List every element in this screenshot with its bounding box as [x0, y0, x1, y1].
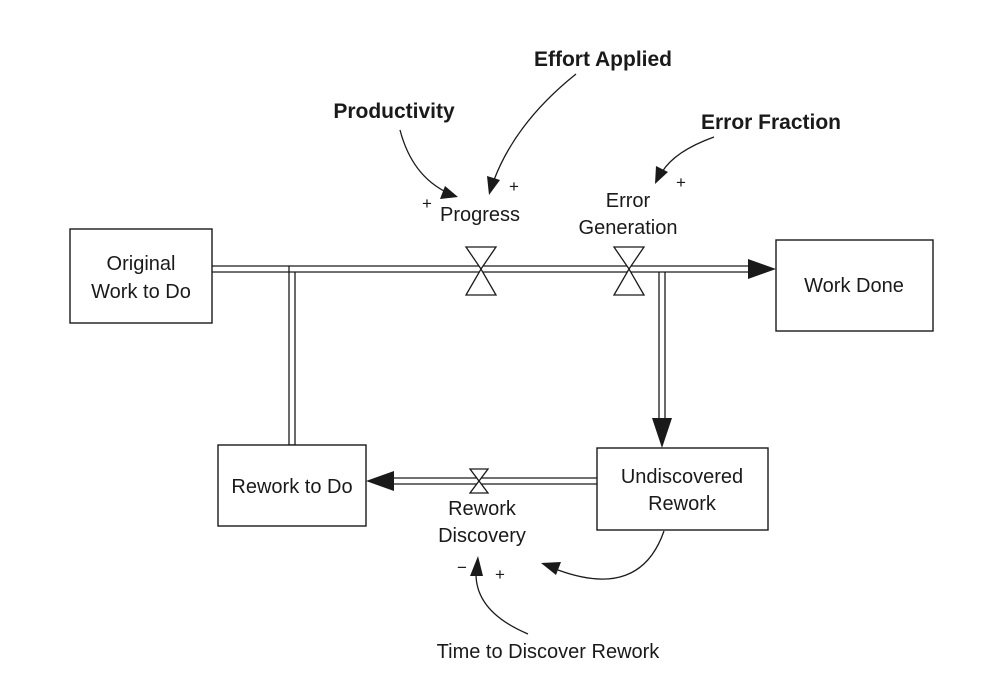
progress-valve [464, 246, 498, 296]
link-effort-to-progress [487, 73, 577, 195]
flow-progress-label: Progress [440, 204, 520, 226]
stock-work-done-label: Work Done [804, 275, 904, 297]
flow-rework-discovery-line1: Rework [448, 498, 517, 520]
stock-rework-to-do: Rework to Do [217, 444, 367, 527]
error-generation-pipe [652, 272, 672, 448]
variable-effort-applied: Effort Applied [534, 48, 672, 71]
stock-original-work-to-do: Original Work to Do [69, 228, 213, 324]
stock-undiscovered-line2: Rework [648, 493, 717, 515]
polarity-effort-to-progress: + [509, 177, 519, 196]
rework-discovery-pipe [366, 471, 597, 491]
main-flow-pipe [212, 259, 776, 279]
link-undiscovered-to-rework-discovery [541, 530, 665, 580]
link-productivity-to-progress [399, 129, 458, 199]
rework-discovery-valve [468, 468, 490, 494]
flow-error-generation-line2: Generation [579, 217, 678, 239]
link-time-to-rework-discovery [470, 556, 529, 635]
variable-error-fraction: Error Fraction [701, 111, 841, 134]
error-generation-valve [612, 246, 646, 296]
polarity-undiscovered-to-rework-discovery: + [495, 565, 505, 584]
stock-work-done: Work Done [775, 239, 934, 332]
variable-productivity: Productivity [333, 100, 455, 123]
link-error-fraction-to-error-generation [655, 136, 715, 184]
polarity-time-to-rework-discovery: − [457, 558, 467, 577]
stock-original-work-line1: Original [107, 253, 176, 275]
polarity-productivity-to-progress: + [422, 194, 432, 213]
polarity-error-fraction: + [676, 173, 686, 192]
stock-original-work-line2: Work to Do [91, 281, 191, 303]
variable-time-to-discover-rework: Time to Discover Rework [437, 641, 661, 663]
flow-error-generation-line1: Error [606, 190, 651, 212]
stock-undiscovered-line1: Undiscovered [621, 466, 743, 488]
flow-rework-discovery-line2: Discovery [438, 525, 526, 547]
rework-branch-pipe [288, 266, 296, 446]
stock-undiscovered-rework: Undiscovered Rework [596, 447, 769, 531]
stock-rework-to-do-label: Rework to Do [231, 476, 352, 498]
